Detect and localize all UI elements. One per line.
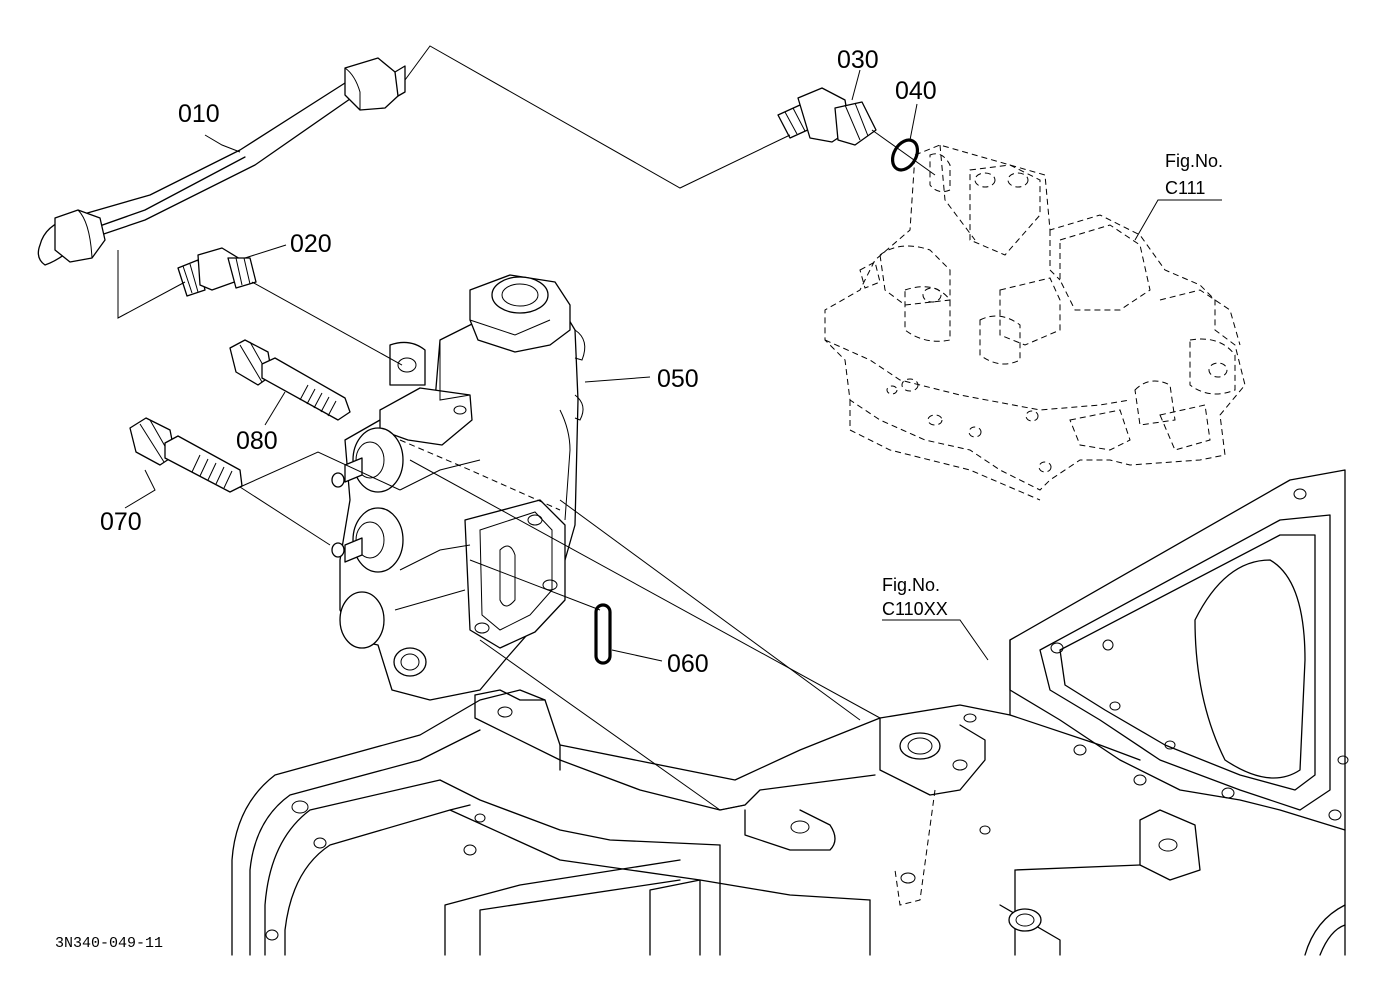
label-part-050: 050: [657, 365, 699, 393]
label-part-060: 060: [667, 650, 709, 678]
transmission-housing: [231, 469, 1349, 956]
bolt-part-070: [129, 417, 243, 493]
label-part-080: 080: [236, 427, 278, 455]
label-part-020: 020: [290, 230, 332, 258]
valve-body-part-050: [331, 274, 586, 701]
fig-ref-c110xx-number: C110XX: [882, 599, 948, 619]
label-part-010: 010: [178, 100, 220, 128]
label-part-070: 070: [100, 508, 142, 536]
label-part-040: 040: [895, 77, 937, 105]
pipe-part-010: [37, 57, 406, 266]
fig-ref-c111-number: C111: [1165, 178, 1205, 198]
elbow-part-020: [177, 247, 257, 297]
bolt-part-080: [229, 339, 351, 421]
leader-lines: [117, 45, 1222, 811]
reference-valve-c111: [824, 144, 1246, 501]
label-part-030: 030: [837, 46, 879, 74]
fig-ref-c111-title: Fig.No.: [1165, 151, 1223, 171]
o-ring-part-060: [594, 603, 612, 665]
fig-ref-c110xx-title: Fig.No.: [882, 575, 940, 595]
elbow-part-030: [777, 87, 877, 146]
o-ring-part-040: [890, 138, 920, 172]
drawing-code: 3N340-049-11: [55, 935, 163, 952]
